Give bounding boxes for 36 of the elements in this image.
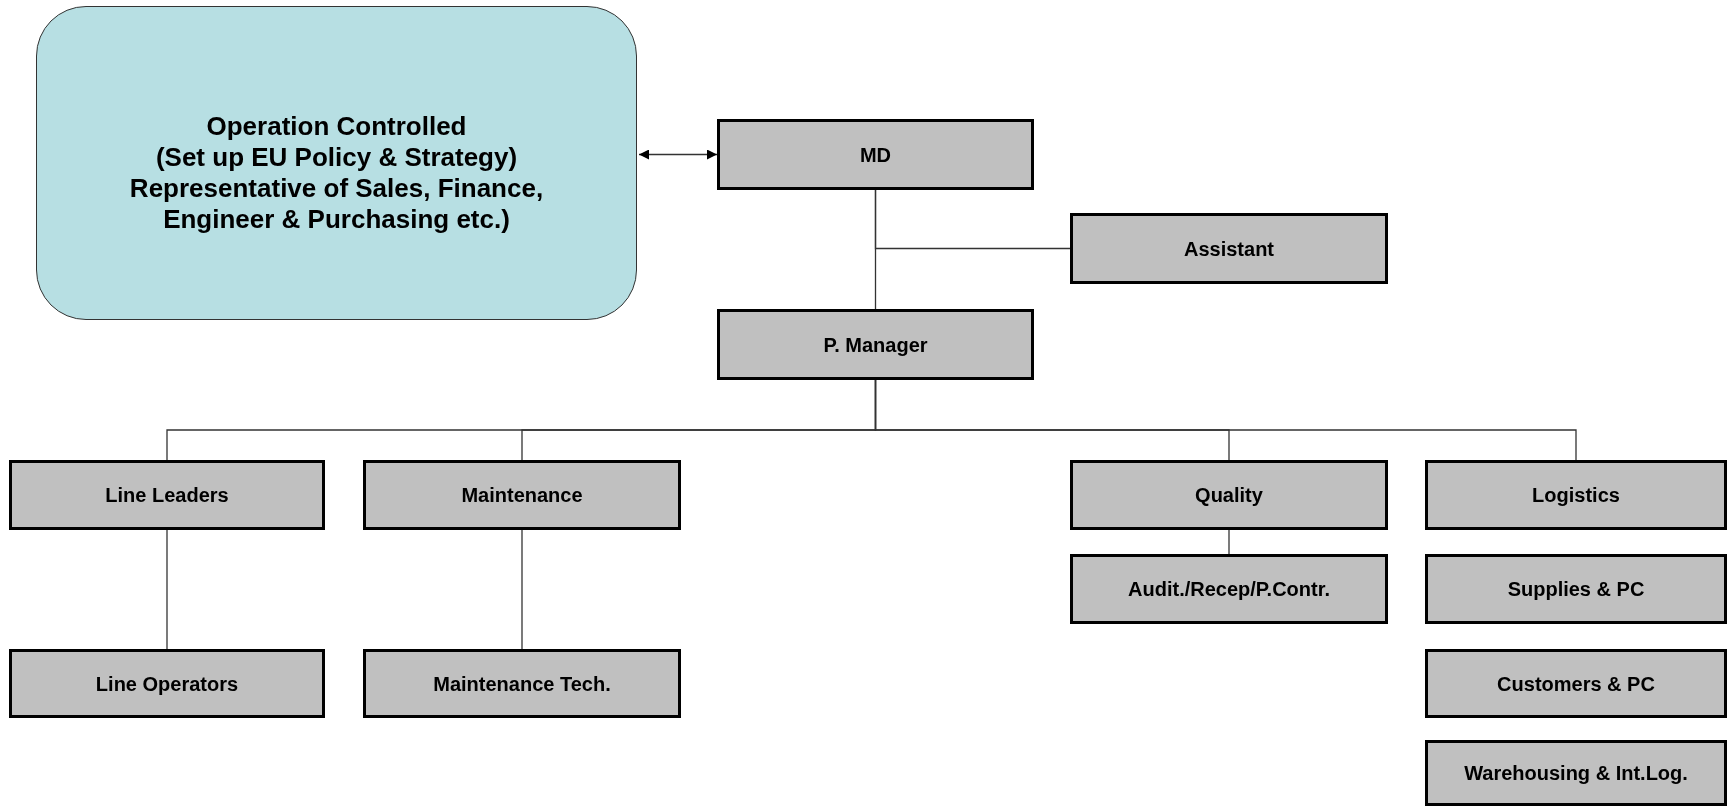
box-text: Customers & PC [1497,671,1655,696]
connector-line [521,529,523,650]
org-box [1425,554,1727,624]
org-box [1070,554,1388,624]
box-text: MD [859,142,892,167]
org-box [717,309,1034,380]
org-box [1425,649,1727,718]
org-box [363,649,681,718]
box-text: Line Operators [95,671,239,696]
connector-line [166,529,168,650]
org-box [363,460,681,530]
box-text: Quality [1195,483,1263,507]
box-text: Maintenance [461,483,583,507]
box-text: Operation Controlled [206,110,467,142]
connector-line [874,189,1071,250]
box-text: P. Manager [823,332,928,357]
org-box [1425,740,1727,806]
box-text: Supplies & PC [1507,577,1645,601]
org-box [1425,460,1727,530]
org-box [9,649,325,718]
connector-line [638,149,718,160]
connector-line [1228,529,1230,555]
box-text: Warehousing & Int.Log. [1464,761,1688,785]
org-box [9,460,325,530]
box-text: Representative of Sales, Finance, Engineer & Purchasing etc.) [128,173,545,236]
box-text: Audit./Recep/P.Contr. [1128,577,1330,601]
box-text: Assistant [1184,236,1274,261]
org-box [717,119,1034,190]
box-text: (Set up EU Policy & Strategy) [155,141,518,173]
box-text: Logistics [1532,483,1620,507]
box-text: Maintenance Tech. [433,671,611,696]
box-text: Line Leaders [105,483,229,507]
connector-line [874,379,1577,461]
rounded-box [36,6,637,320]
org-box [1070,213,1388,284]
org-box [1070,460,1388,530]
